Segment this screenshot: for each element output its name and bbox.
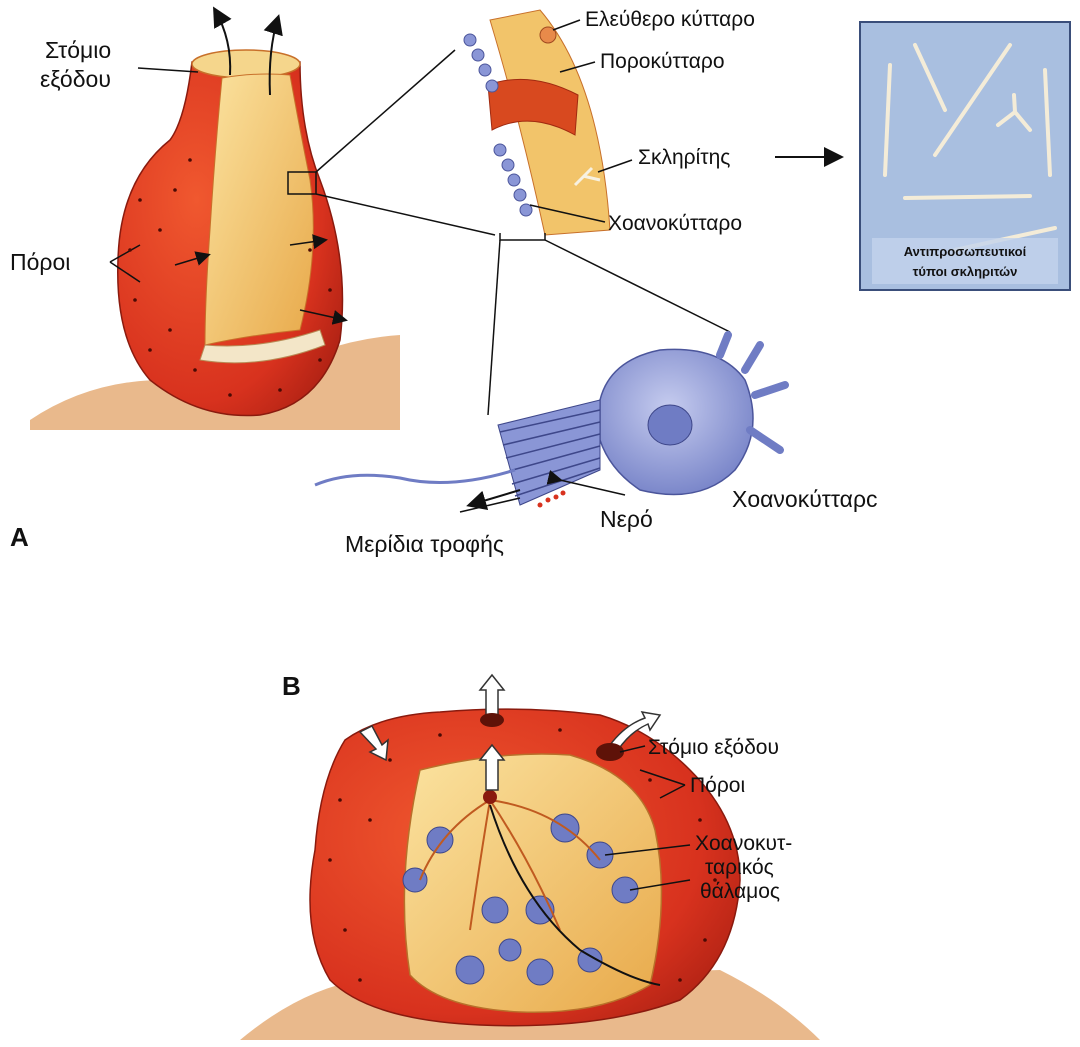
label-choanocyte-big: Χοανοκύτταρc — [732, 486, 878, 512]
pore-dot — [438, 733, 442, 737]
leader-water — [560, 480, 625, 495]
pore-dot — [188, 158, 192, 162]
pore-dot — [168, 328, 172, 332]
label-water: Νερό — [600, 506, 653, 532]
panel-letter-a: A — [10, 522, 29, 552]
osculum-hole-top — [480, 713, 504, 727]
sclerite-box-caption-2: τύποι σκληριτών — [913, 264, 1018, 279]
pore-dot — [338, 798, 342, 802]
pore-dot — [328, 858, 332, 862]
label-osculum-a-2: εξόδου — [40, 66, 111, 92]
label-free-cell: Ελεύθερο κύτταρο — [585, 8, 755, 31]
osculum-hole-right — [596, 743, 624, 761]
pore-dot — [713, 878, 717, 882]
sclerite-box-caption-1: Αντιπροσωπευτικοί — [904, 244, 1027, 259]
pore-dot — [133, 298, 137, 302]
pore-dot — [698, 818, 702, 822]
inner-cavity — [205, 74, 313, 345]
pore-dot — [648, 778, 652, 782]
osculum-rim — [192, 50, 300, 78]
leader-food — [460, 498, 520, 512]
label-pores-a: Πόροι — [10, 249, 70, 275]
pore-dot — [278, 388, 282, 392]
pore-dot — [343, 928, 347, 932]
pore-dot — [228, 393, 232, 397]
inner-osculum — [483, 790, 497, 804]
section-bracket — [500, 233, 545, 240]
label-chamber-2: ταρικός — [705, 856, 774, 879]
label-choanocyte-small: Χοανοκύτταρο — [608, 212, 742, 235]
nucleus — [648, 405, 692, 445]
zoom-line-4 — [545, 240, 730, 332]
pore-dot — [128, 248, 132, 252]
pore-dot — [193, 368, 197, 372]
pore-dot — [678, 978, 682, 982]
pore-dot — [138, 198, 142, 202]
panel-b: B Στόμιο εξόδου Πόροι Χοανοκυτ- ταρικός … — [240, 671, 820, 1040]
label-porocyte: Πορoκύτταρο — [600, 50, 725, 73]
zoom-line-2 — [316, 194, 495, 235]
wall-section — [464, 10, 610, 240]
panel-letter-b: B — [282, 671, 301, 701]
label-chamber-1: Χοανοκυτ- — [695, 832, 792, 855]
water-out-arrow — [470, 490, 520, 505]
sclerite-box: Αντιπροσωπευτικοί τύποι σκληριτών — [860, 22, 1070, 290]
pore-dot — [558, 728, 562, 732]
pore-dot — [173, 188, 177, 192]
label-pores-b: Πόροι — [690, 774, 745, 797]
zoom-line-3 — [488, 240, 500, 415]
label-chamber-3: θάλαμος — [700, 880, 780, 903]
label-osculum-b: Στόμιο εξόδου — [648, 736, 779, 759]
collar — [498, 400, 600, 505]
pore-dot — [388, 758, 392, 762]
pore-dot — [148, 348, 152, 352]
pore-dot — [318, 358, 322, 362]
pore-dot — [158, 228, 162, 232]
leader-osculum-a — [138, 68, 198, 72]
leader-free-cell — [553, 20, 580, 30]
panel-a: Αντιπροσωπευτικοί τύποι σκληριτών A Στόμ… — [10, 8, 1070, 557]
pore-dot — [328, 288, 332, 292]
label-sclerite: Σκληρίτης — [638, 146, 730, 169]
label-osculum-a-1: Στόμιο — [45, 37, 111, 63]
pore-dot — [308, 248, 312, 252]
pore-dot — [368, 818, 372, 822]
zoom-line-1 — [316, 50, 455, 172]
pore-dot — [358, 978, 362, 982]
label-food: Μερίδια τροφής — [345, 531, 504, 557]
pore-dot — [703, 938, 707, 942]
flagellum — [315, 470, 515, 485]
